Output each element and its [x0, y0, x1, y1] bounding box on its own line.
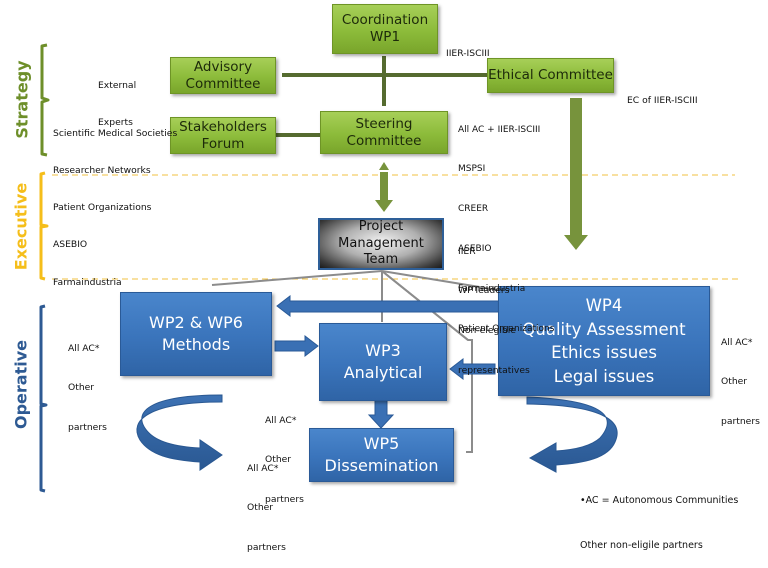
- ac-footnote: •AC = Autonomous Communities Other non-e…: [580, 463, 738, 568]
- box-line: Stakeholders: [179, 118, 267, 135]
- wp3-analytical-box[interactable]: WP3 Analytical: [319, 323, 447, 401]
- box-line: Project: [358, 219, 404, 235]
- note-line: EC of IIER-ISCIII: [627, 94, 698, 106]
- box-line: Quality Assessment: [522, 319, 686, 339]
- box-line: Steering: [355, 115, 413, 132]
- wp4-quality-box[interactable]: WP4 Quality Assessment Ethics issues Leg…: [498, 286, 710, 396]
- advisory-committee-box[interactable]: Advisory Committee: [170, 57, 276, 94]
- note-line: Experts: [98, 117, 133, 129]
- note-line: All AC*: [265, 414, 297, 426]
- note-line: Farmaindustria: [53, 276, 122, 288]
- steering-pmt-arrow: [375, 172, 393, 212]
- box-line: Advisory: [193, 58, 253, 75]
- steering-note: All AC + IIER-ISCIII MSPSI CREER ASEBIO …: [458, 97, 554, 350]
- note-line: Other: [68, 382, 95, 394]
- external-experts-note: External Experts: [98, 55, 136, 142]
- diagram-canvas: [39, 43, 740, 493]
- operative-bracket: [39, 304, 48, 493]
- wp4-to-wp26-arrow: [276, 294, 501, 318]
- note-line: Other non-eligile partners: [580, 540, 703, 551]
- note-line: Non-elegible: [458, 325, 516, 337]
- wp5-dissemination-box[interactable]: WP5 Dissemination: [309, 428, 454, 482]
- box-line: Legal issues: [553, 366, 655, 386]
- executive-label: Executive: [11, 182, 31, 271]
- wp3-to-wp5-arrow: [367, 399, 395, 429]
- note-line: All AC*: [247, 462, 279, 474]
- box-line: WP4: [585, 296, 623, 315]
- wp5-partners-note: All AC* Other partners: [247, 435, 286, 568]
- box-line: Ethics issues: [551, 343, 657, 362]
- box-line: Team: [363, 252, 399, 268]
- wp4-to-wp3-arrow: [449, 357, 496, 381]
- note-line: ASEBIO: [458, 244, 492, 255]
- note-line: WP leaders: [458, 285, 510, 297]
- box-line: WP1: [369, 29, 401, 45]
- box-line: Methods: [161, 335, 231, 354]
- executive-bracket: [39, 171, 49, 281]
- strategy-bracket: [40, 43, 50, 157]
- operative-label: Operative: [11, 340, 31, 430]
- coordination-wp1-box[interactable]: Coordination WP1: [332, 4, 438, 54]
- strategy-label: Strategy: [12, 60, 32, 139]
- note-line: partners: [721, 416, 760, 428]
- note-line: CREER: [458, 204, 489, 215]
- box-line: Analytical: [343, 363, 423, 382]
- ethical-committee-box[interactable]: Ethical Committee: [487, 58, 614, 93]
- stakeholders-forum-box[interactable]: Stakeholders Forum: [170, 117, 276, 154]
- note-line: •AC = Autonomous Communities: [580, 495, 739, 506]
- note-line: All AC*: [68, 342, 100, 354]
- note-line: MSPSI: [458, 164, 486, 175]
- ethical-down-arrow: [564, 98, 588, 250]
- box-line: WP3: [365, 341, 401, 360]
- ethical-note: EC of IIER-ISCIII: [627, 70, 698, 120]
- box-line: Forum: [201, 135, 245, 152]
- box-line: Coordination: [341, 12, 429, 28]
- box-line: WP2 & WP6: [149, 313, 243, 332]
- steering-pmt-arrow-tip: [379, 162, 389, 170]
- box-line: Committee: [185, 75, 261, 92]
- note-line: Farmaindustria: [458, 284, 526, 295]
- box-line: Ethical Committee: [488, 67, 613, 83]
- coordination-note: IIER-ISCIII: [446, 23, 490, 73]
- note-line: Scientific Medical Societies: [53, 127, 178, 139]
- left-curved-arrow: [136, 394, 223, 471]
- note-line: ASEBIO: [53, 239, 88, 251]
- project-management-team-box[interactable]: Project Management Team: [318, 218, 444, 270]
- note-line: partners: [247, 542, 286, 554]
- note-line: Other: [265, 454, 292, 466]
- note-line: Patient Organizations: [458, 324, 555, 335]
- box-line: WP5: [363, 434, 400, 453]
- steering-committee-box[interactable]: Steering Committee: [320, 111, 448, 154]
- note-line: Patient Organizations: [53, 202, 152, 214]
- note-line: External: [98, 79, 137, 91]
- wp26-to-wp3-arrow: [274, 334, 319, 358]
- box-line: Committee: [346, 132, 422, 149]
- note-line: Other: [247, 502, 274, 514]
- wp4-partners-note: All AC* Other partners: [721, 309, 760, 442]
- stakeholders-note: Scientific Medical Societies Researcher …: [53, 103, 177, 302]
- note-line: Researcher Networks: [53, 165, 151, 177]
- wp2-wp6-methods-box[interactable]: WP2 & WP6 Methods: [120, 292, 272, 376]
- note-line: representatives: [458, 365, 530, 377]
- note-line: Other: [721, 376, 748, 388]
- pmt-note: IIER WP leaders Non-elegible representat…: [458, 218, 530, 391]
- note-line: IIER: [458, 245, 476, 257]
- wp26-partners-note: All AC* Other partners: [68, 315, 107, 448]
- box-line: Management: [338, 235, 424, 251]
- note-line: partners: [68, 422, 107, 434]
- note-line: IIER-ISCIII: [446, 47, 490, 59]
- right-curved-arrow: [526, 396, 618, 473]
- note-line: All AC*: [721, 336, 753, 348]
- note-line: All AC + IIER-ISCIII: [458, 124, 541, 135]
- box-line: Dissemination: [324, 456, 439, 475]
